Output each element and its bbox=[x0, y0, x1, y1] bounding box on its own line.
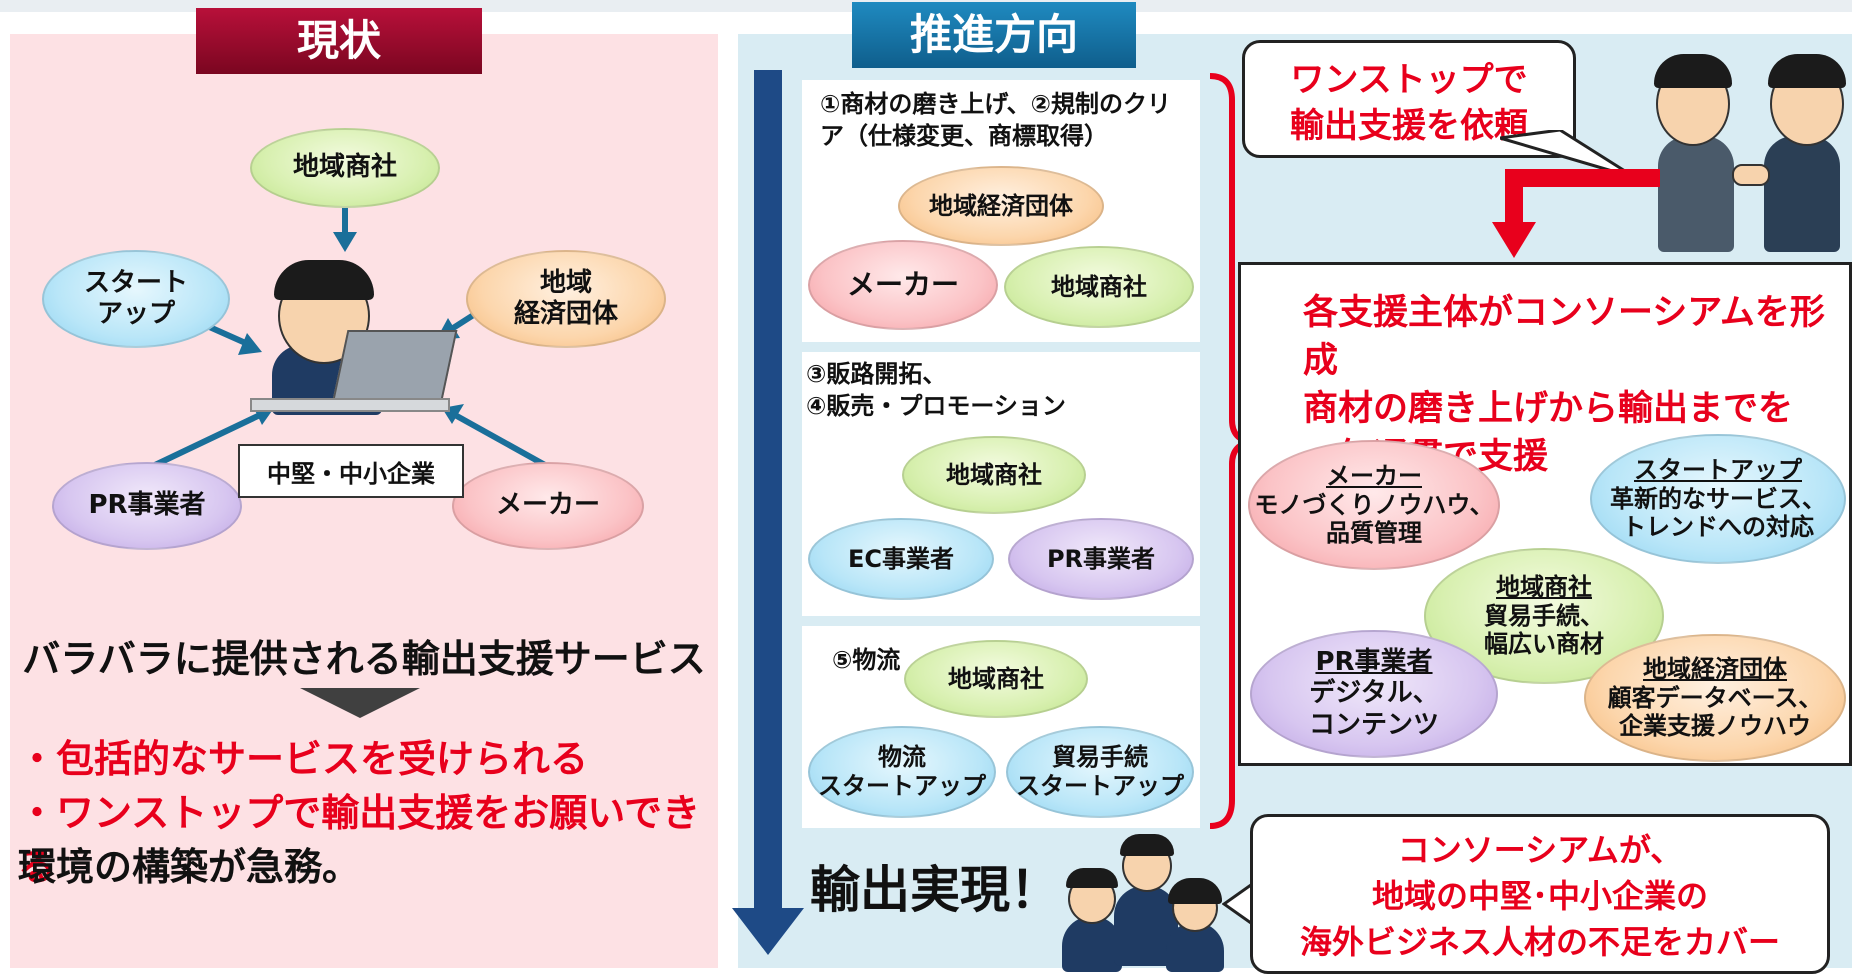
bullet-comprehensive-service: ・包括的なサービスを受けられる bbox=[18, 737, 589, 781]
member-regional-economic-org: 地域経済団体 顧客データベース、 企業支援ノウハウ bbox=[1584, 634, 1846, 762]
handshake-businessmen-illustration bbox=[1648, 40, 1852, 252]
member-regional-trading-company-name: 地域商社 bbox=[1496, 572, 1592, 601]
member-startup-desc: 革新的なサービス、 トレンドへの対応 bbox=[1610, 484, 1826, 542]
node-pr-company: PR事業者 bbox=[52, 462, 242, 550]
stage-3-logistics-startup: 物流 スタートアップ bbox=[808, 726, 996, 818]
down-triangle-icon bbox=[300, 688, 420, 718]
stage-2-ec-company: EC事業者 bbox=[808, 518, 994, 600]
bullet-one-stop-support: ・ワンストップで輸出支援をお願いできる bbox=[18, 791, 701, 889]
node-maker: メーカー bbox=[452, 462, 644, 550]
stage-logistics: ⑤物流 地域商社 物流 スタートアップ 貿易手続 スタートアップ bbox=[802, 626, 1200, 828]
member-pr-company: PR事業者 デジタル、 コンテンツ bbox=[1250, 630, 1498, 758]
stage-1-title: ①商材の磨き上げ、②規制のクリア（仕様変更、商標取得） bbox=[820, 90, 1171, 150]
member-maker-name: メーカー bbox=[1326, 461, 1422, 490]
worried-businessman-illustration bbox=[250, 250, 458, 430]
stage-2-title: ③販路開拓、 ④販売・プロモーション bbox=[806, 360, 1066, 420]
request-flow-arrow bbox=[1492, 169, 1660, 258]
member-pr-company-desc: デジタル、 コンテンツ bbox=[1308, 678, 1439, 740]
urgent-environment-statement: 環境の構築が急務。 bbox=[18, 845, 361, 889]
process-down-arrow bbox=[732, 70, 804, 955]
stage-3-trade-procedure-startup: 貿易手続 スタートアップ bbox=[1006, 726, 1194, 818]
node-regional-economic-org: 地域 経済団体 bbox=[466, 250, 666, 348]
current-state-header: 現状 bbox=[196, 8, 482, 74]
node-startup: スタート アップ bbox=[42, 250, 230, 348]
celebrating-people-illustration bbox=[1052, 826, 1230, 972]
member-regional-economic-org-desc: 顧客データベース、 企業支援ノウハウ bbox=[1607, 683, 1823, 741]
node-regional-trading-company: 地域商社 bbox=[250, 128, 440, 208]
stage-1-maker: メーカー bbox=[808, 240, 998, 330]
stage-3-regional-trading-company: 地域商社 bbox=[904, 640, 1088, 718]
stage-1-regional-economic-org: 地域経済団体 bbox=[898, 166, 1104, 246]
stage-sales-and-promotion: ③販路開拓、 ④販売・プロモーション 地域商社 EC事業者 PR事業者 bbox=[802, 352, 1200, 616]
member-maker: メーカー モノづくりノウハウ、 品質管理 bbox=[1248, 440, 1500, 570]
direction-header: 推進方向 bbox=[852, 2, 1136, 68]
export-realized-text: 輸出実現！ bbox=[810, 861, 1060, 919]
stage-1-regional-trading-company: 地域商社 bbox=[1004, 246, 1194, 328]
consortium-coverage-callout: コンソーシアムが、 地域の中堅･中小企業の 海外ビジネス人材の不足をカバー bbox=[1250, 814, 1830, 974]
member-pr-company-name: PR事業者 bbox=[1315, 647, 1433, 678]
member-maker-desc: モノづくりノウハウ、 品質管理 bbox=[1254, 490, 1494, 548]
callout-tail bbox=[1500, 130, 1637, 180]
stage-polish-and-regulation: ①商材の磨き上げ、②規制のクリア（仕様変更、商標取得） 地域経済団体 メーカー … bbox=[802, 80, 1200, 342]
stage-2-regional-trading-company: 地域商社 bbox=[902, 436, 1086, 514]
stage-3-title: ⑤物流 bbox=[832, 646, 901, 674]
sme-label: 中堅・中小企業 bbox=[238, 444, 464, 498]
member-startup-name: スタートアップ bbox=[1634, 455, 1802, 484]
fragmented-services-statement: バラバラに提供される輸出支援サービス bbox=[22, 637, 706, 681]
stage-2-pr-company: PR事業者 bbox=[1008, 518, 1194, 600]
member-regional-economic-org-name: 地域経済団体 bbox=[1643, 654, 1787, 683]
member-regional-trading-company-desc: 貿易手続、 幅広い商材 bbox=[1484, 601, 1604, 659]
member-startup: スタートアップ 革新的なサービス、 トレンドへの対応 bbox=[1590, 434, 1846, 564]
